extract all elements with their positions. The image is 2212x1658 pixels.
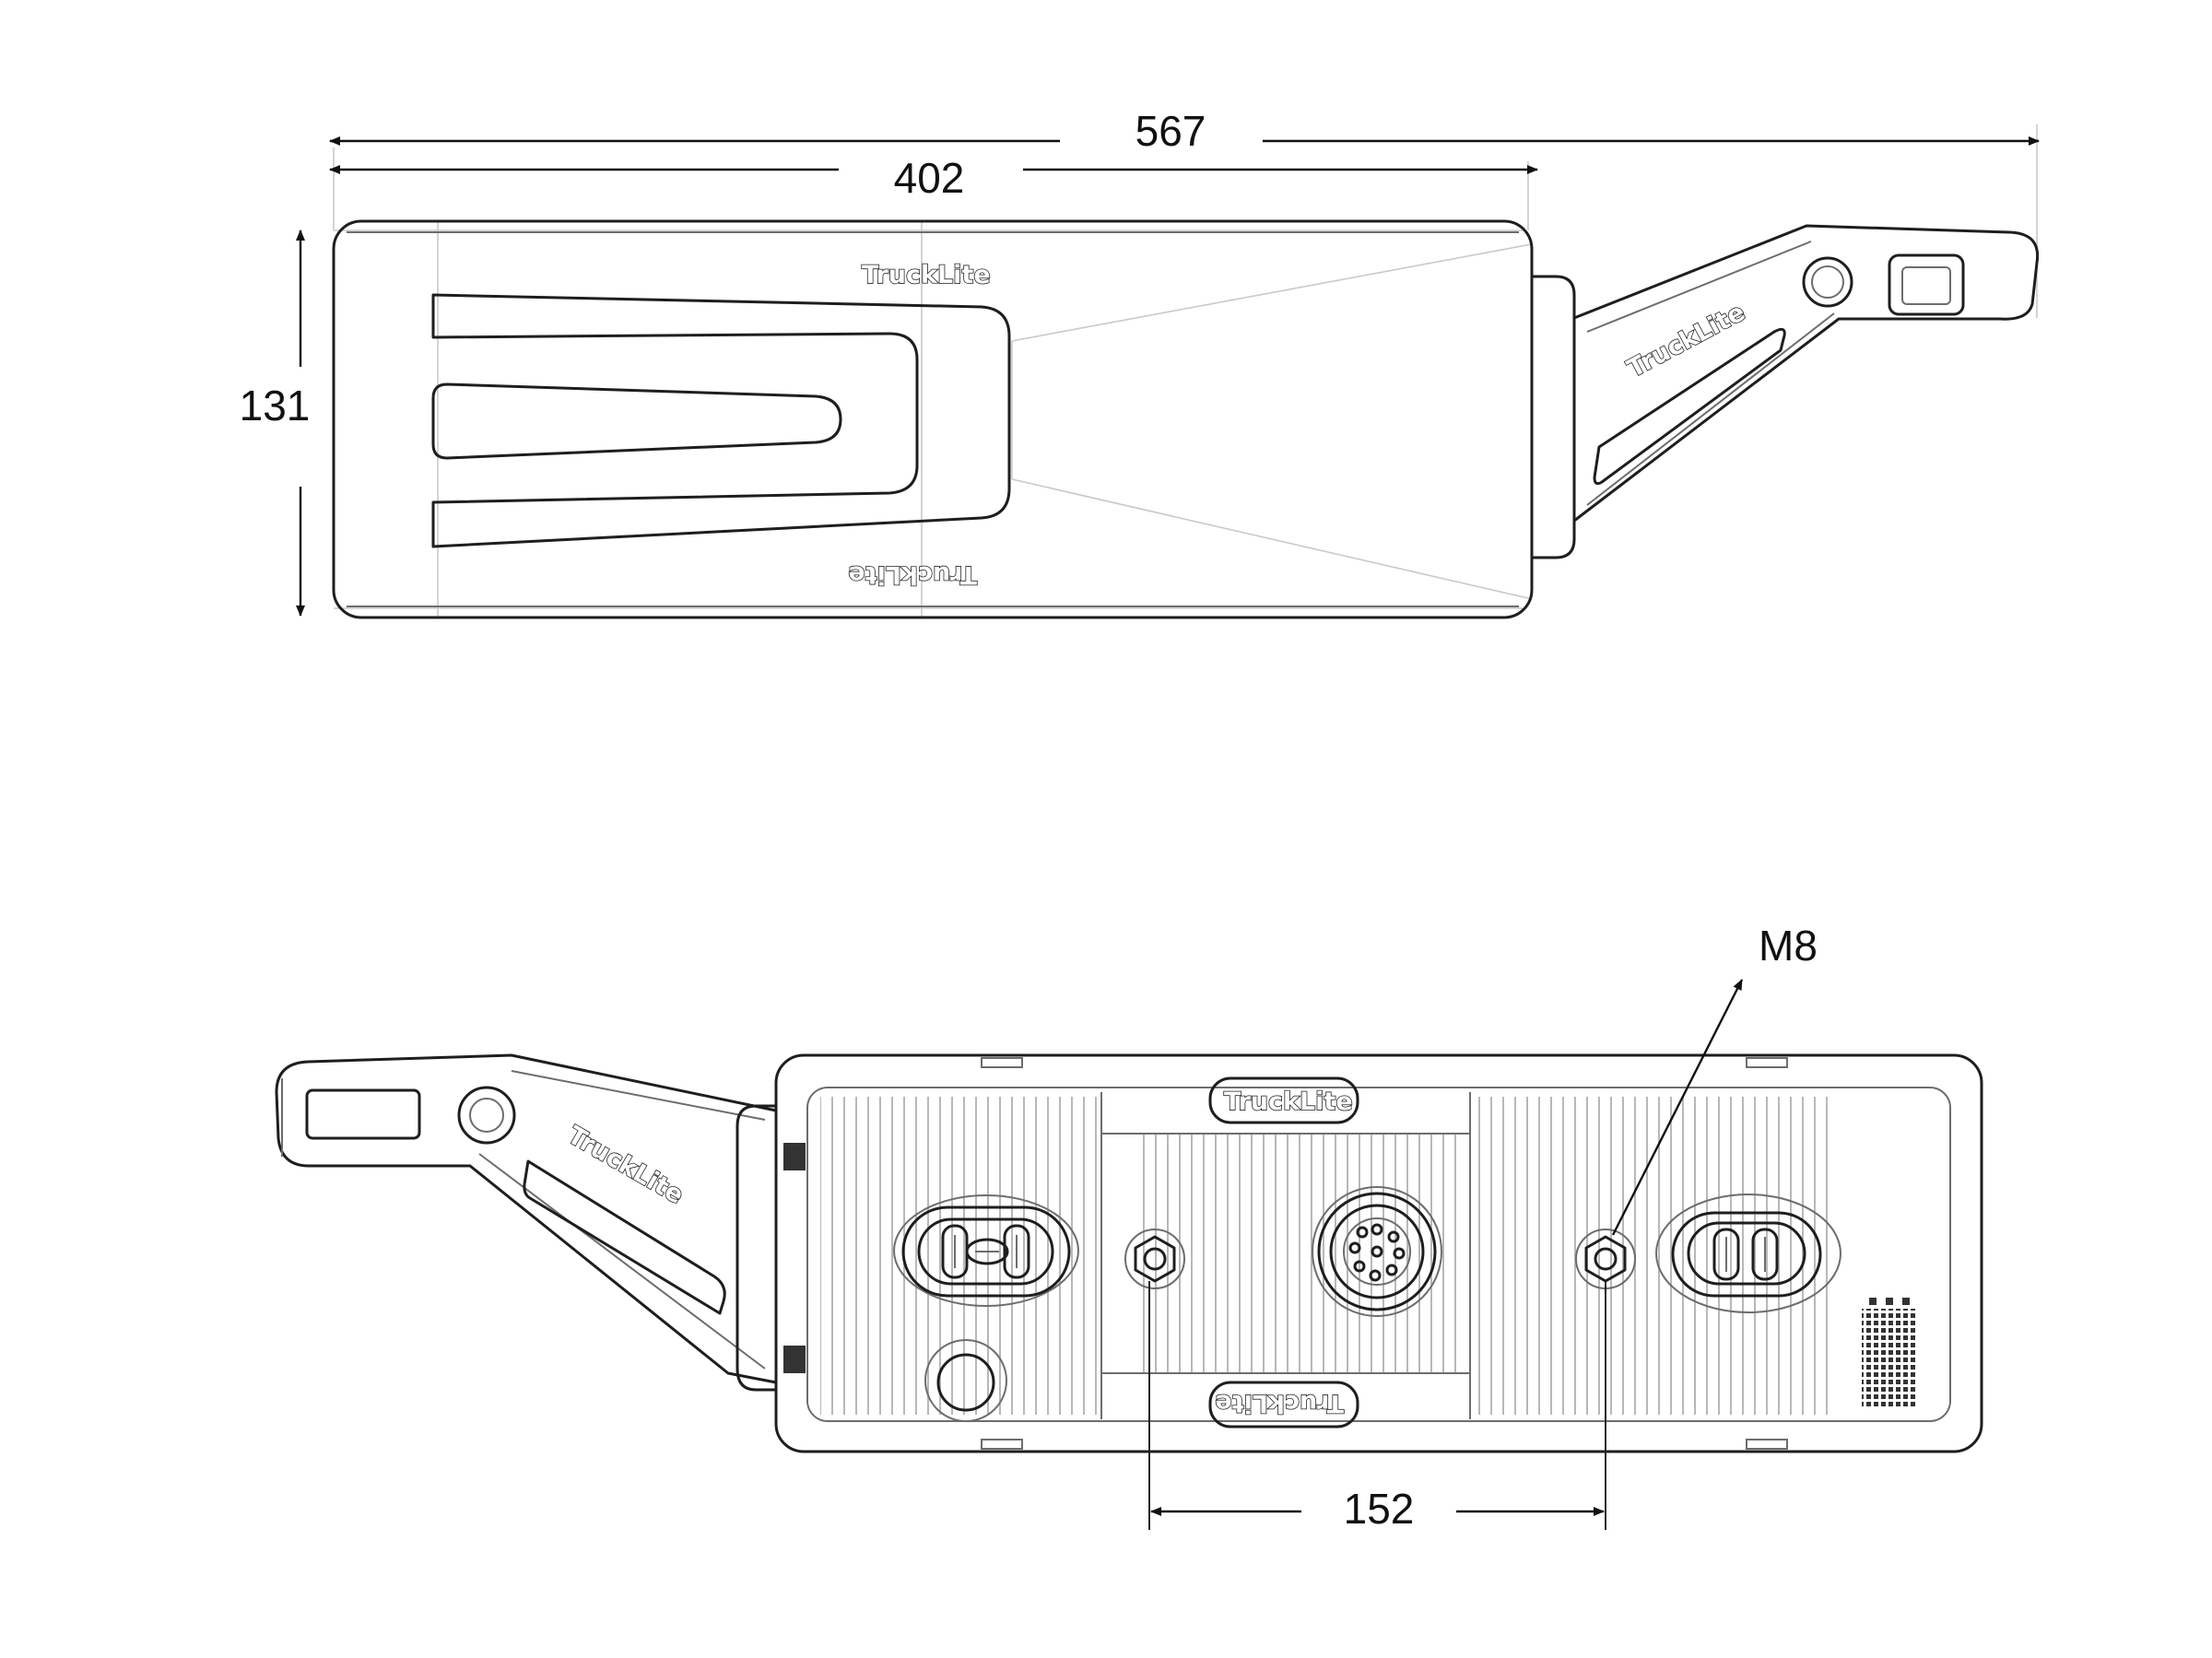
thread-callout: M8 — [1611, 922, 1818, 1236]
bottom-arm-hole — [457, 1086, 516, 1145]
dimension-height: 131 — [240, 229, 311, 617]
logo-icon: TruckLite — [562, 1120, 689, 1210]
side-block — [1530, 275, 1576, 559]
arm-end-pad — [1888, 253, 1965, 316]
housing-tabs — [981, 1057, 1788, 1450]
connector-icon — [1655, 1194, 1841, 1313]
arm-slot — [1593, 327, 1786, 486]
logo-icon: TruckLite — [1208, 1381, 1359, 1429]
bottom-view: TruckLite TruckLite TruckLite — [275, 922, 1983, 1533]
dimension-overall-length: 567 — [329, 106, 2040, 167]
logo-icon: TruckLite — [861, 260, 991, 290]
arm-hole — [1802, 256, 1853, 308]
logo-icon: TruckLite — [1622, 297, 1750, 384]
logo-bottom-1: TruckLite — [1224, 1088, 1353, 1116]
ribbed-zone-right — [1475, 1097, 1834, 1415]
inner-slot — [431, 382, 842, 460]
logo-top-1: TruckLite — [862, 261, 991, 289]
nut-icon — [1124, 1229, 1185, 1289]
logo-top-2: TruckLite — [848, 560, 977, 589]
clip-icon — [783, 1143, 806, 1373]
ribbed-zone-left — [820, 1097, 1097, 1415]
connector-icon — [893, 1194, 1079, 1307]
bottom-side-block — [735, 1104, 778, 1392]
bottom-arm-slot — [523, 1159, 726, 1315]
logo-bottom-arm: TruckLite — [563, 1121, 688, 1210]
top-mounting-arm — [1572, 224, 2040, 523]
bottom-housing — [774, 1053, 1983, 1453]
top-view: TruckLite TruckLite TruckLite 567 402 13… — [240, 106, 2040, 619]
logo-bottom-2: TruckLite — [1215, 1389, 1344, 1417]
round-connector-icon — [1312, 1186, 1442, 1317]
dimension-mount-spacing: 152 — [1148, 1281, 1606, 1533]
dimension-body-length: 402 — [329, 143, 1538, 204]
vent-icon — [924, 1339, 1007, 1422]
dimension-label-567: 567 — [1135, 107, 1206, 155]
dimension-label-152: 152 — [1344, 1485, 1415, 1533]
logo-icon: TruckLite — [848, 559, 978, 590]
thread-label: M8 — [1759, 922, 1818, 970]
construction-lines — [333, 124, 2038, 617]
u-recess — [431, 293, 1011, 548]
bottom-arm-end-pad — [305, 1088, 421, 1140]
dimension-label-131: 131 — [240, 382, 311, 429]
dimension-label-402: 402 — [894, 154, 965, 202]
logo-top-arm: TruckLite — [1623, 298, 1750, 383]
top-housing — [332, 219, 1534, 619]
logo-icon: TruckLite — [1208, 1076, 1359, 1124]
marking-label — [1862, 1298, 1915, 1408]
bottom-mounting-arm — [275, 1053, 778, 1384]
